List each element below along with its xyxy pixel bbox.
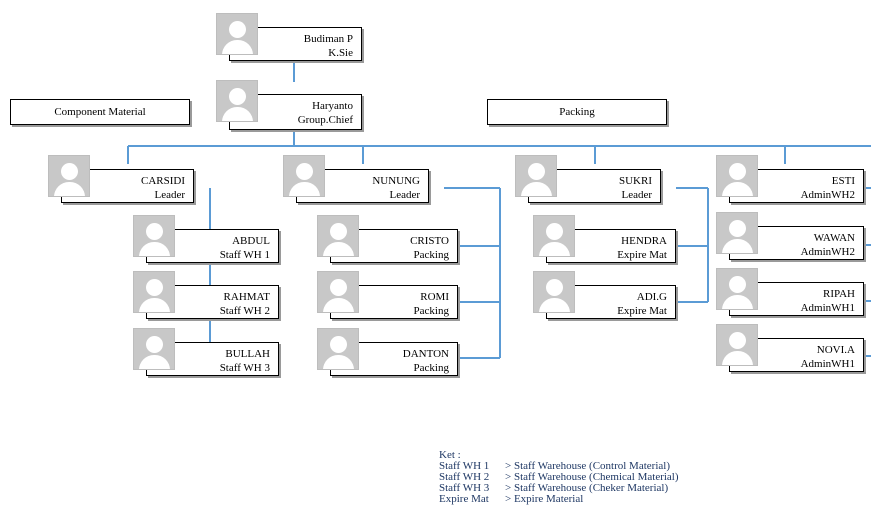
person-role: Expire Mat [617,305,667,317]
legend-value: > Staff Warehouse (Chemical Material) [505,471,679,483]
person-name: CRISTO [410,235,449,247]
avatar-icon [317,271,359,313]
person-name: DANTON [402,348,449,360]
person-role: Expire Mat [617,249,667,261]
legend-key: Staff WH 3 [439,482,490,494]
avatar-icon [133,271,175,313]
avatar-icon [133,215,175,257]
group-label-packing: Packing [487,99,667,125]
avatar-icon [283,155,325,197]
person-name: BULLAH [225,348,270,360]
person-role: Staff WH 3 [219,362,270,374]
person-role: AdminWH2 [800,246,855,258]
avatar-icon [716,212,758,254]
avatar-icon [716,268,758,310]
person-name: ABDUL [232,235,270,247]
person-name: WAWAN [813,232,855,244]
person-role: Packing [413,362,449,374]
legend-key: Staff WH 2 [439,471,490,483]
person-name: ROMI [420,291,449,303]
person-name: RAHMAT [223,291,270,303]
person-role: Packing [413,305,449,317]
person-role: Leader [154,189,185,201]
person-name: ADI.G [636,291,667,303]
legend-value: > Staff Warehouse (Cheker Material) [505,482,669,494]
legend-value: > Expire Material [505,493,584,505]
avatar-icon [515,155,557,197]
legend-row: Staff WH 3 > Staff Warehouse (Cheker Mate… [439,483,679,494]
person-name: Haryanto [312,100,353,112]
avatar-icon [716,324,758,366]
avatar-icon [48,155,90,197]
person-role: Staff WH 1 [219,249,270,261]
person-name: RIPAH [823,288,855,300]
person-role: AdminWH2 [800,189,855,201]
avatar-icon [533,271,575,313]
legend: Ket : Staff WH 1 > Staff Warehouse (Contr… [439,450,679,505]
legend-value: > Staff Warehouse (Control Material) [505,460,670,472]
legend-key: Expire Mat [439,493,489,505]
person-name: HENDRA [621,235,667,247]
avatar-icon [317,215,359,257]
person-name: NOVI.A [816,344,855,356]
person-role: AdminWH1 [800,358,855,370]
person-role: Leader [621,189,652,201]
person-name: ESTI [831,175,855,187]
avatar-icon [533,215,575,257]
person-card: ADI.G Expire Mat [546,285,676,319]
person-name: CARSIDI [140,175,185,187]
avatar-icon [716,155,758,197]
person-name: NUNUNG [372,175,420,187]
avatar-icon [317,328,359,370]
legend-row: Staff WH 1 > Staff Warehouse (Control Mat… [439,461,679,472]
person-name: Budiman P [303,33,353,45]
person-role: Staff WH 2 [219,305,270,317]
person-role: Group.Chief [297,114,353,126]
person-role: AdminWH1 [800,302,855,314]
person-role: Packing [413,249,449,261]
avatar-icon [216,80,258,122]
group-label-component-material: Component Material [10,99,190,125]
person-role: K.Sie [328,47,353,59]
legend-key: Staff WH 1 [439,460,490,472]
legend-row: Expire Mat > Expire Material [439,494,679,505]
person-name: SUKRI [618,175,652,187]
avatar-icon [133,328,175,370]
legend-row: Staff WH 2 > Staff Warehouse (Chemical Ma… [439,472,679,483]
legend-title: Ket : [439,449,461,461]
avatar-icon [216,13,258,55]
person-role: Leader [389,189,420,201]
